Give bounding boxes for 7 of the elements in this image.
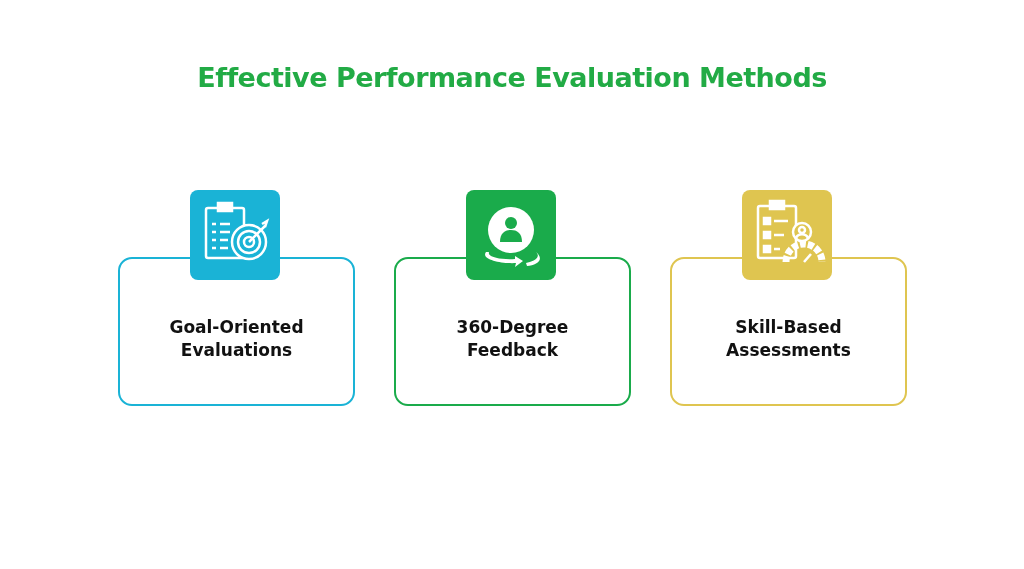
- diagram-title: Effective Performance Evaluation Methods: [196, 62, 828, 93]
- method-name: Goal-Oriented Evaluations: [168, 316, 305, 361]
- method-card: [394, 257, 631, 406]
- method-card: [670, 257, 907, 406]
- method-name: 360-Degree Feedback: [455, 316, 570, 361]
- method-name: Skill-Based Assessments: [725, 316, 852, 361]
- method-card: [118, 257, 355, 406]
